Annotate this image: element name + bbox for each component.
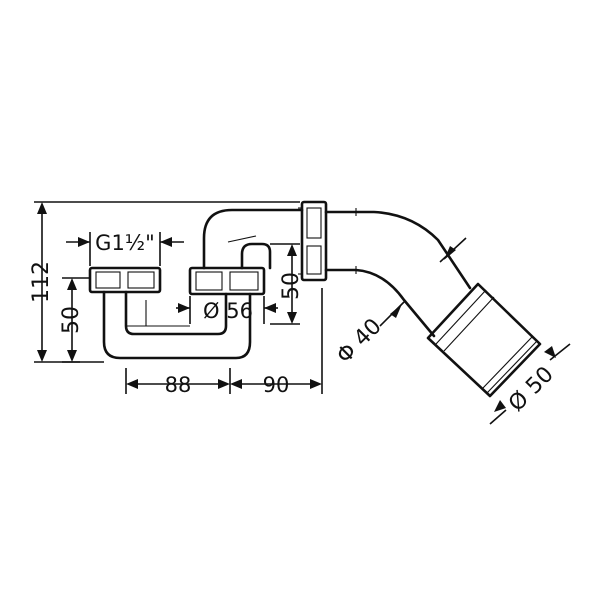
dim-height-inlet: 50 (59, 306, 84, 334)
dim-width-left: 88 (165, 373, 192, 397)
dim-diameter-pipe: Φ 40 (332, 314, 387, 369)
dim-diameter-outlet: Ø 50 (504, 362, 559, 417)
riser-pipe-inner (240, 242, 272, 270)
dim-height-outlet: 50 (279, 272, 304, 300)
dim-height-total: 112 (29, 261, 54, 303)
riser-pipe (202, 208, 304, 270)
dimension-lines (34, 201, 571, 425)
siphon-body (88, 200, 542, 398)
middle-inlet-nut (188, 266, 266, 296)
outlet-pipe-upper (324, 210, 472, 290)
dim-width-right: 90 (263, 373, 290, 397)
outlet-sleeve (426, 282, 542, 398)
dim-diameter-inlet: Ø 56 (203, 299, 253, 323)
outlet-union-nut (298, 200, 328, 282)
dim-thread: G1½" (95, 231, 155, 255)
trap-bend (102, 290, 252, 360)
trap-bend-inner (124, 290, 228, 336)
left-inlet-nut (88, 266, 162, 294)
